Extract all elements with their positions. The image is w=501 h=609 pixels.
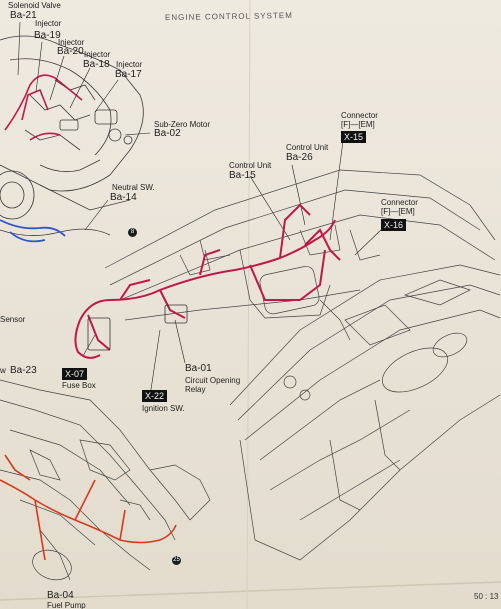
label-leader-lines (17, 21, 384, 397)
injector-label-4: Injector (116, 60, 143, 69)
marker-8: 8 (128, 228, 137, 237)
engine-harness (4, 74, 83, 141)
fuel-pump-label: Fuel Pump (47, 601, 86, 609)
control-unit-code-2: Ba-26 (286, 152, 313, 163)
circuit-opening-relay-code: Ba-01 (185, 363, 212, 374)
body-harness (0, 454, 177, 561)
injector-code-3: Ba-18 (83, 59, 110, 70)
control-unit-code-1: Ba-15 (229, 170, 256, 181)
marker-25: 25 (172, 556, 181, 565)
vehicle-body (0, 379, 211, 581)
bottom-code-1: Ba-23 (10, 365, 37, 376)
injector-code-1: Ba-19 (34, 30, 61, 41)
neutral-switch-harness (0, 219, 66, 243)
injector-label-3: Injector (84, 50, 111, 59)
sub-zero-motor-code: Ba-02 (154, 128, 181, 139)
fuse-box-code: X-07 (62, 368, 88, 380)
instrument-panel (229, 264, 501, 561)
connector-code-1: X-15 (341, 131, 367, 143)
fuel-pump-code: Ba-04 (47, 590, 74, 601)
connector-label-2: Connector [F]—[EM] (381, 198, 418, 216)
injector-label-1: Injector (35, 19, 62, 28)
solenoid-valve-code: Ba-21 (10, 10, 37, 21)
connector-code-2: X-16 (381, 219, 407, 231)
control-unit-label-1: Control Unit (229, 161, 272, 170)
neutral-switch-code: Ba-14 (110, 192, 137, 203)
fuse-box-label: Fuse Box (62, 381, 96, 390)
injector-code-4: Ba-17 (115, 69, 142, 80)
paper-fold (246, 0, 251, 609)
control-unit-label-2: Control Unit (286, 143, 329, 152)
connector-label-1: Connector [F]—[EM] (341, 111, 378, 129)
paper-crease (0, 581, 501, 601)
sensor-label: Sensor (0, 315, 26, 324)
sub-zero-motor-label: Sub-Zero Motor (154, 120, 211, 129)
dashboard-harness (74, 203, 341, 359)
ignition-switch-code: X-22 (142, 390, 168, 402)
neutral-switch-label: Neutral SW. (112, 183, 155, 192)
dashboard-assembly (104, 169, 496, 341)
injector-label-2: Injector (58, 38, 85, 47)
circuit-opening-relay-label: Circuit Opening Relay (185, 376, 241, 394)
fuse-box-outline (87, 304, 188, 351)
page-number: 50 : 13 (474, 592, 499, 601)
ignition-switch-label: Ignition SW. (142, 404, 185, 413)
fragment-label: w (0, 366, 6, 375)
solenoid-valve-label: Solenoid Valve (8, 1, 61, 10)
injector-code-2: Ba-20 (57, 46, 84, 57)
